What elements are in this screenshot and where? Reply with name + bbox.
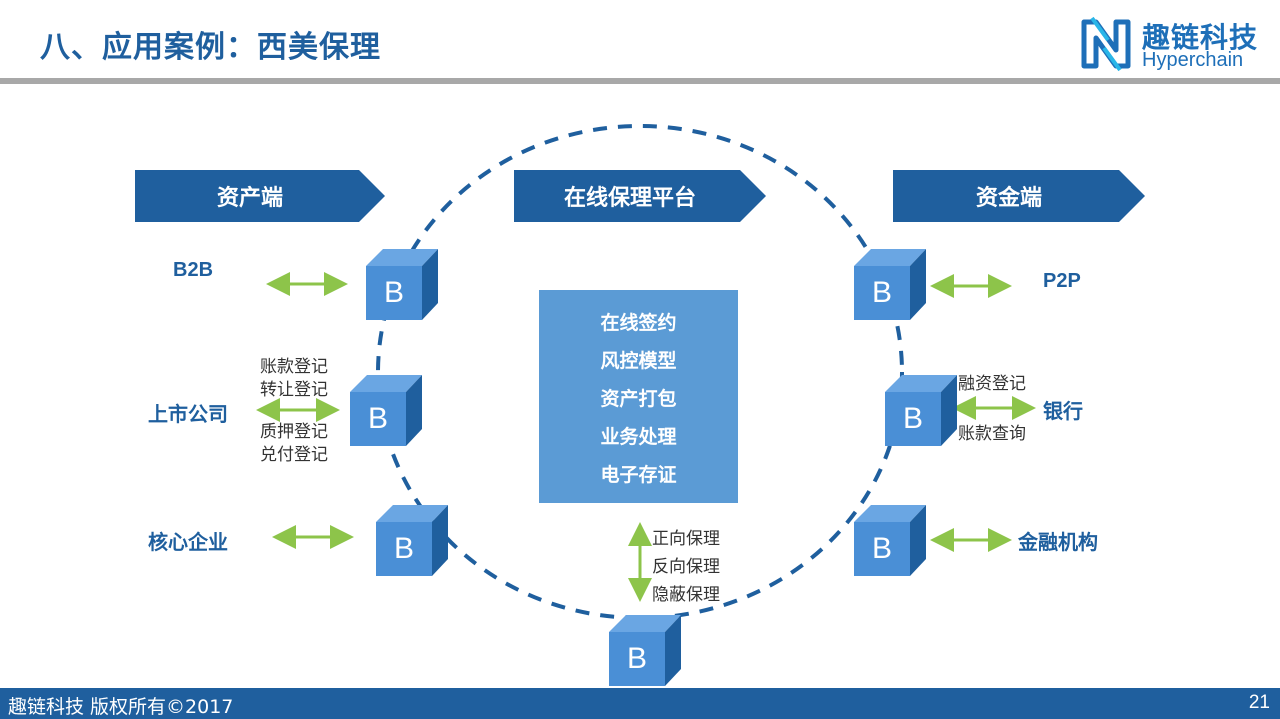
copyright-text: 趣链科技 版权所有©2017 — [8, 696, 234, 718]
node-letter: B — [902, 402, 923, 435]
cube-icon — [376, 505, 448, 576]
cube-icon — [366, 249, 438, 320]
action-label: 转让登记 — [260, 380, 328, 400]
function-item: 业务处理 — [600, 426, 677, 448]
entity-p2p: P2P — [1043, 270, 1081, 292]
bank-action-bottom: 账款查询 — [958, 424, 1026, 444]
function-item: 在线签约 — [600, 312, 677, 334]
entity-bank: 银行 — [1043, 399, 1083, 423]
node-letter: B — [367, 402, 388, 435]
entity-listed-company: 上市公司 — [148, 402, 228, 426]
dashed-ring — [376, 124, 904, 620]
logo-text-en: Hyperchain — [1142, 49, 1244, 71]
platform-function-box: 在线签约 风控模型 资产打包 业务处理 电子存证 — [539, 290, 738, 503]
factoring-type: 隐蔽保理 — [652, 585, 720, 605]
function-item: 风控模型 — [600, 350, 677, 372]
node-cube-fund-2: B — [885, 375, 957, 447]
node-cube-asset-3: B — [376, 505, 448, 577]
action-label: 兑付登记 — [260, 445, 328, 465]
cube-icon — [885, 375, 957, 446]
node-cube-asset-1: B — [366, 249, 438, 321]
slide-title: 八、应用案例：西美保理 — [40, 30, 381, 65]
node-letter: B — [383, 276, 404, 309]
action-label: 质押登记 — [260, 422, 328, 442]
banner-fund-label: 资金端 — [975, 186, 1042, 211]
slide-header: 八、应用案例：西美保理 趣链科技 Hyperchain — [0, 0, 1280, 84]
function-item: 资产打包 — [600, 388, 677, 410]
node-cube-bottom: B — [609, 615, 681, 687]
node-letter: B — [871, 532, 892, 565]
entity-core-enterprise: 核心企业 — [148, 530, 228, 554]
entity-b2b: B2B — [173, 259, 214, 281]
function-item: 电子存证 — [600, 464, 677, 486]
bank-action-top: 融资登记 — [958, 374, 1026, 394]
banner-asset: 资产端 — [135, 170, 385, 222]
listed-actions-bottom: 质押登记 兑付登记 — [260, 421, 328, 467]
factoring-type: 正向保理 — [652, 529, 720, 549]
cube-icon — [854, 249, 926, 320]
node-letter: B — [626, 642, 647, 675]
hyperchain-logo-icon — [1081, 16, 1131, 72]
banner-fund: 资金端 — [893, 170, 1145, 222]
cube-icon — [854, 505, 926, 576]
banner-platform-label: 在线保理平台 — [563, 186, 696, 211]
listed-actions-top: 账款登记 转让登记 — [260, 356, 328, 402]
node-letter: B — [871, 276, 892, 309]
slide-footer: 趣链科技 版权所有©2017 21 — [0, 688, 1280, 719]
logo-text-cn: 趣链科技 — [1142, 21, 1259, 54]
node-cube-fund-1: B — [854, 249, 926, 321]
factoring-type: 反向保理 — [652, 557, 720, 577]
diagram-canvas — [256, 124, 1036, 620]
entity-financial-institution: 金融机构 — [1018, 530, 1098, 554]
factoring-types: 正向保理 反向保理 隐蔽保理 — [652, 525, 720, 609]
banner-asset-label: 资产端 — [216, 186, 283, 211]
action-label: 账款登记 — [260, 357, 328, 377]
node-cube-asset-2: B — [350, 375, 422, 447]
node-cube-fund-3: B — [854, 505, 926, 577]
banner-platform: 在线保理平台 — [514, 170, 766, 222]
header-divider — [0, 78, 1280, 84]
cube-icon — [609, 615, 681, 686]
cube-icon — [350, 375, 422, 446]
company-logo: 趣链科技 Hyperchain — [1078, 14, 1268, 74]
node-letter: B — [393, 532, 414, 565]
page-number: 21 — [1248, 692, 1270, 713]
